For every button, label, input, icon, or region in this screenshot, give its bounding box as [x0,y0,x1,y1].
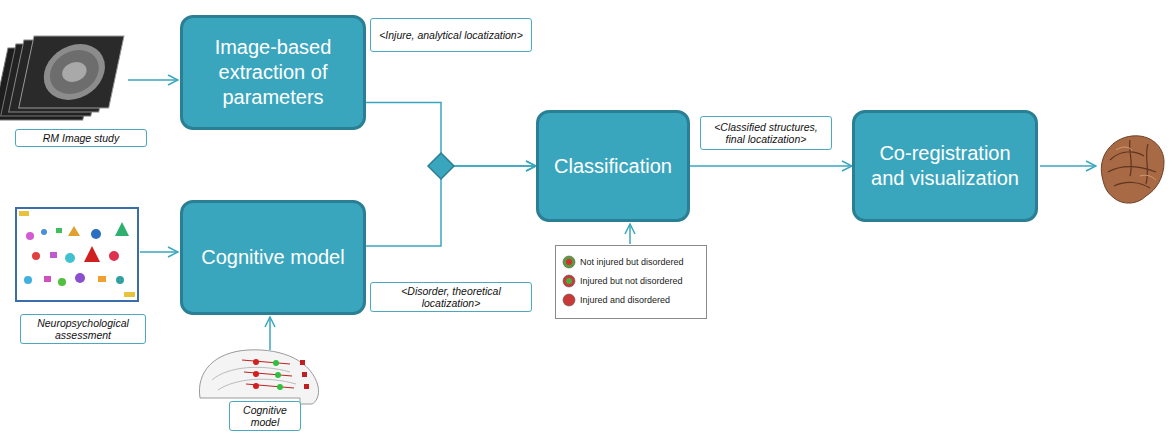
node-text: Co-registration and visualization [865,141,1025,191]
flow-arrow [1040,165,1096,167]
legend-row: Not injured but disordered [562,255,700,269]
head-illustration [199,350,318,404]
legend-text: Injured and disordered [580,295,670,305]
legend-sample [562,255,576,269]
flow-arrow [128,79,178,81]
caption-box: RM Image study [15,129,147,147]
assessment-screenshot [16,208,138,301]
flow-arrow [269,317,271,350]
node-text: Cognitive model [235,404,295,428]
node-text: RM Image study [43,132,119,144]
merge-diamond [428,153,454,179]
process-box: Classification [536,110,690,222]
process-box: Cognitive model [180,200,366,315]
legend-text: Injured but not disordered [580,276,683,286]
flow-connector [366,166,536,246]
mri-stack [0,36,124,120]
node-text: Neuropsychological assessment [26,317,140,341]
legend-row: Injured and disordered [562,293,700,307]
process-box: Image-based extraction of parameters [180,15,366,130]
node-text: Cognitive model [201,245,344,270]
caption-box: Cognitive model [229,401,301,431]
legend-row: Injured but not disordered [562,274,700,288]
process-box: Co-registration and visualization [852,110,1038,222]
brain-render [1101,136,1164,203]
node-text: <Injure, analytical locatization> [379,29,523,41]
node-text: Image-based extraction of parameters [193,35,353,110]
legend-box: Not injured but disorderedInjured but no… [555,245,707,319]
flow-arrow [140,251,178,253]
flow-connector [366,102,536,166]
legend-sample [562,274,576,288]
annotation-box: <Disorder, theoretical locatization> [370,282,532,312]
annotation-box: <Injure, analytical locatization> [370,18,532,52]
caption-box: Neuropsychological assessment [20,314,146,344]
node-text: Classification [554,154,672,179]
node-text: <Disorder, theoretical locatization> [376,285,526,309]
legend-text: Not injured but disordered [580,257,684,267]
flow-connector [690,165,852,167]
legend-sample [562,293,576,307]
node-text: <Classified structures, final locatizati… [706,121,826,145]
annotation-box: <Classified structures, final locatizati… [700,116,832,150]
flow-arrow [629,224,631,244]
